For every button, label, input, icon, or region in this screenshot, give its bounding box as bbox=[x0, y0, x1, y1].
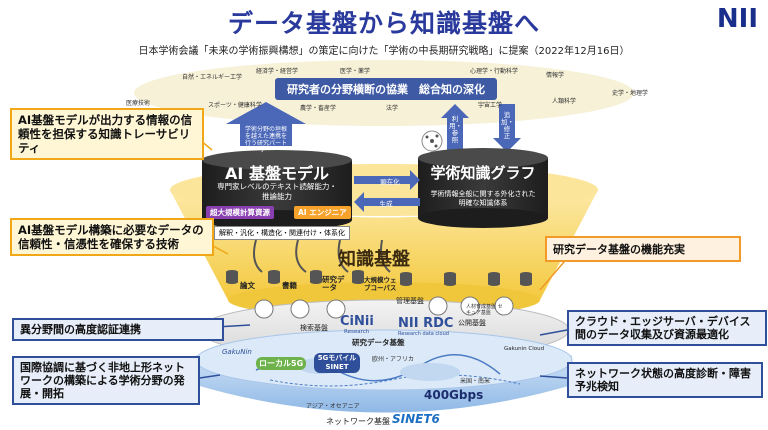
field-label: 人類科学 bbox=[552, 98, 577, 105]
page-subtitle: 日本学術会議「未来の学術振興構想」の策定に向けた「学術の中長期研究戦略」に提案（… bbox=[138, 46, 630, 57]
service-label: 公開基盤 bbox=[458, 319, 486, 327]
region-label: 米国・南米 bbox=[460, 378, 491, 385]
callout-research-base: 研究データ基盤の機能充実 bbox=[545, 236, 741, 262]
field-label: 経済学・経営学 bbox=[256, 68, 299, 75]
callout-non-terrestrial: 国際協調に基づく非地上形ネットワークの構築による学術分野の発展・開拓 bbox=[12, 356, 200, 405]
ai-model-desc: 専門家レベルのテキスト読解能力・推論能力 bbox=[217, 182, 337, 201]
db-label: 研究データ bbox=[322, 275, 345, 292]
cinii-logo: CiNii bbox=[340, 314, 374, 329]
callout-cloud-edge: クラウド・エッジサーバ・デバイス間のデータ収集及び資源最適化 bbox=[567, 310, 767, 346]
db-label: 大規模ウェブコーパス bbox=[364, 276, 397, 292]
network-base-title: ネットワーク基盤 bbox=[326, 417, 390, 426]
ai-model-title: AI 基盤モデル bbox=[225, 164, 329, 183]
db-label: 論文 bbox=[240, 281, 255, 290]
rdc-side: 人材育成基盤 セキュア基盤 bbox=[466, 304, 503, 316]
rdc-sub: Research data cloud bbox=[398, 331, 449, 337]
local5g-badge: ローカル5G bbox=[256, 357, 307, 370]
field-label: 法学 bbox=[386, 105, 399, 112]
callout-auth: 異分野間の高度認証連携 bbox=[12, 318, 224, 341]
field-label: 心理学・行動科学 bbox=[470, 68, 519, 75]
service-icons bbox=[254, 296, 514, 319]
field-label: 情報学 bbox=[546, 72, 565, 79]
field-label: 宇宙工学 bbox=[478, 102, 503, 109]
service-label: 管理基盤 bbox=[396, 297, 424, 305]
kg-use-label: 利用・参照 bbox=[449, 115, 462, 144]
process-label: 解釈・汎化・構造化・関連付け・体系化 bbox=[214, 226, 350, 240]
field-label: スポーツ・健康科学 bbox=[208, 102, 262, 109]
ai-partner-label: 学術分野の垣根を越えた連携を行う研究パートナー bbox=[244, 126, 287, 154]
cinii-sub: Research bbox=[344, 329, 370, 335]
kg-desc: 学術情報全般に関する外化された明確な知識体系 bbox=[430, 190, 536, 207]
field-label: 医療技術 bbox=[126, 100, 151, 107]
rdc-logo: NII RDC bbox=[398, 316, 454, 331]
kg-add-label: 追加・修正 bbox=[501, 111, 514, 140]
sinet-logo: SINET6 bbox=[392, 412, 440, 426]
compute-chip: 超大規模計算資源 bbox=[206, 206, 274, 219]
field-label: 史学・地理学 bbox=[612, 90, 649, 97]
gakunin-cloud-logo: Gakunin Cloud bbox=[504, 346, 545, 352]
knowledge-base-title: 知識基盤 bbox=[338, 249, 410, 270]
field-label: 農学・畜産学 bbox=[300, 105, 337, 112]
speed-label: 400Gbps bbox=[424, 388, 484, 402]
service-label: 検索基盤 bbox=[300, 324, 328, 332]
region-label: 欧州・アフリカ bbox=[372, 356, 415, 363]
engineer-chip: AI エンジニア bbox=[294, 206, 351, 219]
db-icons bbox=[226, 270, 532, 286]
callout-network-diagnosis: ネットワーク状態の高度診断・障害予兆検知 bbox=[567, 362, 763, 398]
link-bottom-label: 生成 bbox=[379, 200, 393, 208]
link-top-label: 顕在化 bbox=[380, 178, 400, 186]
nii-logo: NII bbox=[716, 4, 758, 34]
network-disc bbox=[196, 355, 572, 413]
callout-data-reliability: AI基盤モデル構築に必要なデータの信頼性・信憑性を確保する技術 bbox=[10, 218, 214, 256]
region-label: アジア・オセアニア bbox=[306, 403, 360, 410]
kg-title: 学術知識グラフ bbox=[430, 164, 536, 182]
up-arrow bbox=[226, 102, 306, 146]
mobile-sinet-badge: 5Gモバイル SINET bbox=[314, 353, 360, 373]
field-label: 医学・薬学 bbox=[340, 68, 371, 75]
gakunin-logo: GakuNin bbox=[222, 348, 252, 356]
page-title: データ基盤から知識基盤へ bbox=[227, 9, 540, 38]
research-base-title: 研究データ基盤 bbox=[352, 338, 405, 347]
field-label: 自然・エネルギー工学 bbox=[182, 74, 243, 81]
callout-traceability: AI基盤モデルが出力する情報の信頼性を担保する知識トレーサビリティ bbox=[10, 108, 204, 160]
db-label: 書籍 bbox=[282, 281, 297, 290]
fields-banner: 研究者の分野横断の協業 総合知の深化 bbox=[275, 78, 497, 100]
